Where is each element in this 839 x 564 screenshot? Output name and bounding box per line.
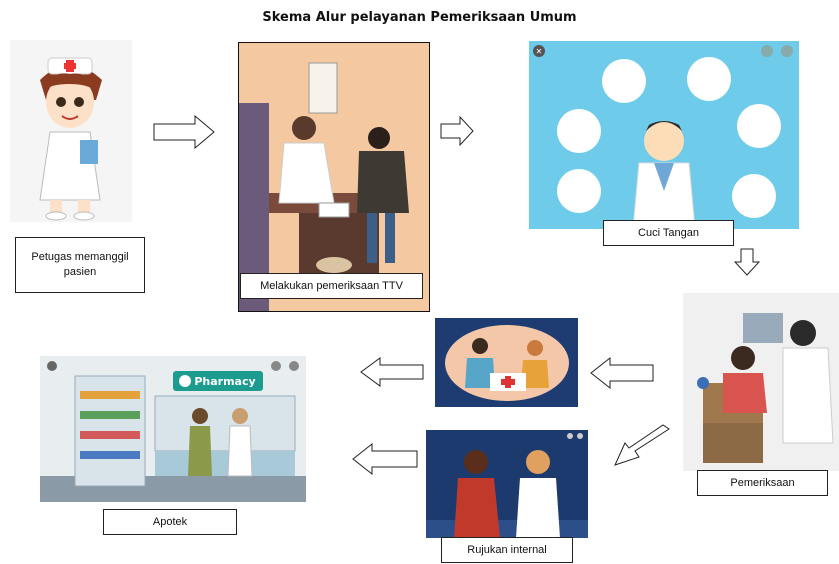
- arrow-left-icon: [360, 357, 424, 387]
- step-petugas-label: Petugas memanggil pasien: [15, 237, 145, 293]
- nurse-illustration: [10, 40, 132, 222]
- step-apotek-label: Apotek: [103, 509, 237, 535]
- diagram-title: Skema Alur pelayanan Pemeriksaan Umum: [262, 10, 577, 25]
- pharmacy-illustration: Pharmacy: [40, 356, 306, 502]
- step-rujukan-label: Rujukan internal: [441, 537, 573, 563]
- arrow-right-icon: [153, 115, 215, 149]
- arrow-down-icon: [734, 248, 760, 276]
- step-ttv-label: Melakukan pemeriksaan TTV: [240, 273, 423, 299]
- consultation-illustration: [435, 318, 578, 407]
- arrow-left-icon: [590, 357, 654, 389]
- step-cuci-label: Cuci Tangan: [603, 220, 734, 246]
- pharmacy-sign-text: Pharmacy: [194, 375, 255, 388]
- arrow-right-icon: [440, 116, 474, 146]
- handwash-illustration: ✕: [529, 41, 799, 229]
- rujukan-illustration: [426, 430, 588, 538]
- arrow-diagonal-icon: [613, 423, 671, 467]
- svg-text:✕: ✕: [536, 47, 543, 56]
- ttv-illustration: [238, 42, 430, 312]
- arrow-left-icon: [352, 443, 418, 475]
- step-pemeriksaan-label: Pemeriksaan: [697, 470, 828, 496]
- examination-illustration: [683, 293, 839, 471]
